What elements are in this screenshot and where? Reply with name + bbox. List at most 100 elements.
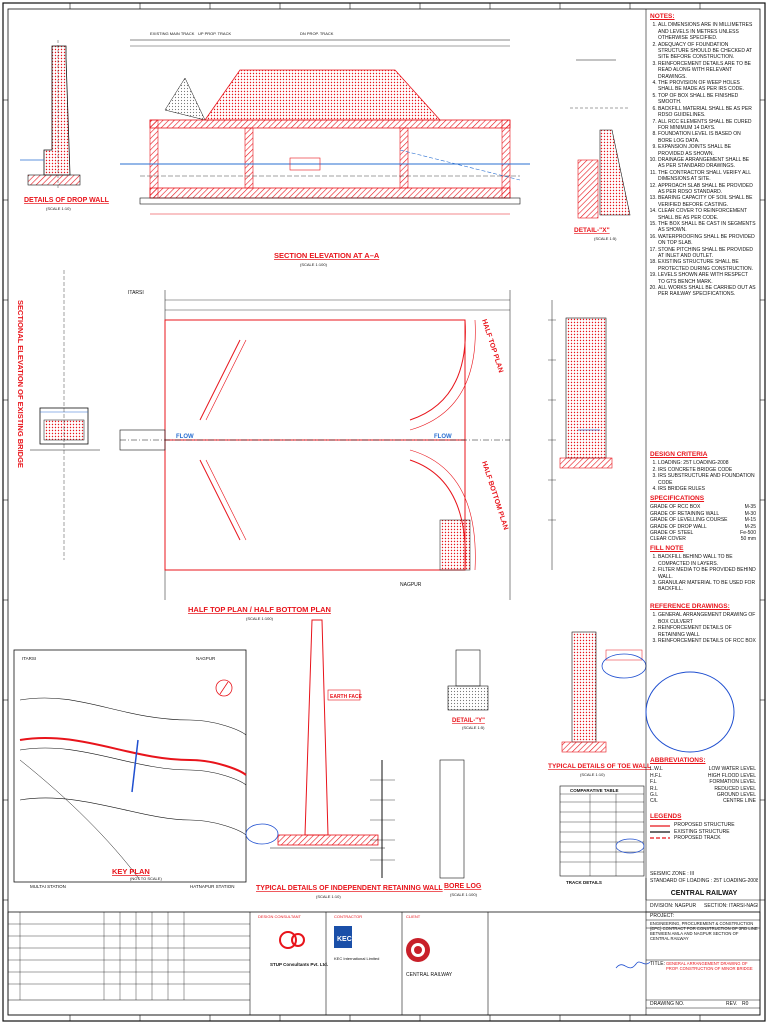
comparative-table: COMPARATIVE TABLE TRACK DETAILS (559, 785, 645, 885)
client-label: CLIENT (406, 914, 421, 919)
design-criteria-item: IRS CONCRETE BRIDGE CODE (658, 467, 756, 473)
project-text: ENGINEERING, PROCUREMENT & CONSTRUCTION … (650, 921, 758, 941)
toe-wall-scale: (SCALE 1:10) (580, 772, 605, 777)
legends-title: LEGENDS (650, 813, 682, 820)
fill-note-item: FILTER MEDIA TO BE PROVIDED BEHIND WALL. (658, 567, 756, 580)
detail-x: DETAIL-"X" (SCALE 1:5) (570, 59, 631, 241)
design-criteria-item: IRS SUBSTRUCTURE AND FOUNDATION CODE (658, 473, 756, 486)
design-criteria-panel: DESIGN CRITERIA LOADING: 25T LOADING-200… (650, 451, 756, 492)
detail-y-title: DETAIL-"Y" (452, 718, 485, 724)
specification-row: GRADE OF STEEL Fe-500 (650, 530, 756, 536)
specification-row-key: GRADE OF RCC BOX (650, 504, 701, 511)
section-right-wall (548, 300, 613, 570)
half-bottom-plan-label: HALF BOTTOM PLAN (480, 460, 509, 530)
note-item: EXISTING STRUCTURE SHALL BE PROTECTED DU… (658, 259, 756, 272)
existing-bridge-elevation: SECTIONAL ELEVATION OF EXISTING BRIDGE (16, 270, 100, 560)
specification-row-value: 50 mm (740, 536, 756, 543)
consultant-name: STUP Consultants Pvt. Ltd. (270, 962, 328, 967)
toe-wall-detail: TYPICAL DETAILS OF TOE WALL (SCALE 1:10) (548, 631, 651, 777)
note-item: LEVELS SHOWN ARE WITH RESPECT TO GTS BEN… (658, 272, 756, 285)
abbreviation-row-key: G.L (650, 792, 659, 799)
abbreviation-row-value: LOW WATER LEVEL (708, 766, 756, 773)
title-block-frame (7, 878, 761, 1016)
abbreviation-row-key: R.L (650, 785, 658, 792)
reference-drawing-item: GENERAL ARRANGEMENT DRAWING OF BOX CULVE… (658, 612, 756, 625)
sec-top-mid: UP PROP. TRACK (198, 31, 231, 36)
specification-row-value: M-25 (744, 523, 756, 530)
specification-row-key: GRADE OF STEEL (650, 530, 694, 537)
specification-row-value: Fe-500 (740, 530, 756, 537)
reference-drawings-title: REFERENCE DRAWINGS: (650, 603, 730, 610)
retaining-wall-scale: (SCALE 1:10) (316, 894, 341, 899)
track-details-title: TRACK DETAILS (566, 880, 602, 885)
half-plan-scale: (SCALE 1:100) (246, 616, 274, 621)
specification-row-value: M-30 (744, 510, 756, 517)
section-elevation-title: SECTION ELEVATION AT A–A (274, 251, 380, 260)
section: SECTION: ITARSI-NAGPUR (704, 903, 758, 909)
signature (615, 961, 651, 969)
railway-name: CENTRAL RAILWAY (670, 890, 738, 897)
key-plan-right-station: HATNAPUR STATION (190, 884, 235, 889)
rev-value: R0 (742, 1001, 749, 1007)
flow-label-left: FLOW (176, 434, 194, 440)
note-item: THE CONTRACTOR SHALL VERIFY ALL DIMENSIO… (658, 170, 756, 183)
design-criteria-title: DESIGN CRITERIA (650, 451, 708, 458)
abbreviation-row-value: FORMATION LEVEL (709, 779, 756, 786)
specification-row-value: M-15 (744, 517, 756, 524)
fill-note-panel: FILL NOTE BACKFILL BEHIND WALL TO BE COM… (650, 545, 756, 593)
note-item: ADEQUACY OF FOUNDATION STRUCTURE SHOULD … (658, 42, 756, 61)
retaining-wall-title: TYPICAL DETAILS OF INDEPENDENT RETAINING… (256, 885, 443, 892)
reference-drawings-list: GENERAL ARRANGEMENT DRAWING OF BOX CULVE… (650, 612, 756, 644)
plan-left-end: ITARSI (128, 290, 144, 296)
legend-row: EXISTING STRUCTURE (650, 829, 756, 835)
retaining-wall-detail: EARTH FACE TYPICAL DETAILS OF INDEPENDEN… (245, 619, 443, 899)
specifications-title: SPECIFICATIONS (650, 495, 705, 502)
plan-right-end: NAGPUR (400, 582, 422, 588)
abbreviation-row: H.F.L HIGH FLOOD LEVEL (650, 773, 756, 779)
key-plan-scale: (NOT TO SCALE) (130, 876, 162, 881)
contractor-label: CONTRACTOR (334, 914, 362, 919)
fill-note-item: GRANULAR MATERIAL TO BE USED FOR BACKFIL… (658, 580, 756, 593)
drawing-no-label: DRAWING NO. (650, 1001, 685, 1007)
bore-log: BORE LOG (SCALE 1:100) (370, 759, 482, 897)
abbreviation-row-key: H.F.L (650, 772, 662, 779)
note-item: THE PROVISION OF WEEP HOLES SHALL BE MAD… (658, 80, 756, 93)
half-plan-title: HALF TOP PLAN / HALF BOTTOM PLAN (188, 605, 331, 614)
design-consultant-label: DESIGN CONSULTANT (258, 914, 302, 919)
design-criteria-list: LOADING: 25T LOADING-2008IRS CONCRETE BR… (650, 460, 756, 492)
legend-row: PROPOSED TRACK (650, 835, 756, 841)
abbreviations-title: ABBREVIATIONS: (650, 757, 706, 764)
note-item: DRAINAGE ARRANGEMENT SHALL BE AS PER STA… (658, 157, 756, 170)
bore-log-title: BORE LOG (444, 883, 482, 890)
abbreviation-row-value: HIGH FLOOD LEVEL (707, 772, 756, 779)
reference-drawing-item: REINFORCEMENT DETAILS OF RCC BOX (658, 638, 756, 644)
key-plan-north-left: ITARSI (22, 656, 36, 661)
section-elevation: EXISTING MAIN TRACK UP PROP. TRACK DN PR… (120, 31, 530, 267)
fill-note-item: BACKFILL BEHIND WALL TO BE COMPACTED IN … (658, 554, 756, 567)
note-item: ALL RCC ELEMENTS SHALL BE CURED FOR MINI… (658, 119, 756, 132)
half-plan: ITARSI FLOW FLOW HALF TOP PLAN HALF BOTT… (119, 290, 511, 621)
sec-top-right: DN PROP. TRACK (300, 31, 334, 36)
drop-wall-scale: (SCALE 1:10) (46, 206, 71, 211)
note-item: STONE PITCHING SHALL BE PROVIDED AT INLE… (658, 247, 756, 260)
earth-face-label: EARTH FACE (330, 694, 363, 700)
legend-label: EXISTING STRUCTURE (674, 828, 730, 835)
notes-panel: NOTES: ALL DIMENSIONS ARE IN MILLIMETRES… (650, 13, 756, 298)
half-top-plan-label: HALF TOP PLAN (480, 318, 504, 373)
note-item: THE BOX SHALL BE CAST IN SEGMENTS AS SHO… (658, 221, 756, 234)
detail-x-scale: (SCALE 1:5) (594, 236, 617, 241)
drop-wall-title: DETAILS OF DROP WALL (24, 197, 110, 204)
note-item: EXPANSION JOINTS SHALL BE PROVIDED AS SH… (658, 144, 756, 157)
section-elevation-scale: (SCALE 1:100) (300, 262, 328, 267)
detail-x-title: DETAIL-"X" (574, 227, 610, 234)
abbreviation-row-key: L.W.L (650, 766, 663, 773)
